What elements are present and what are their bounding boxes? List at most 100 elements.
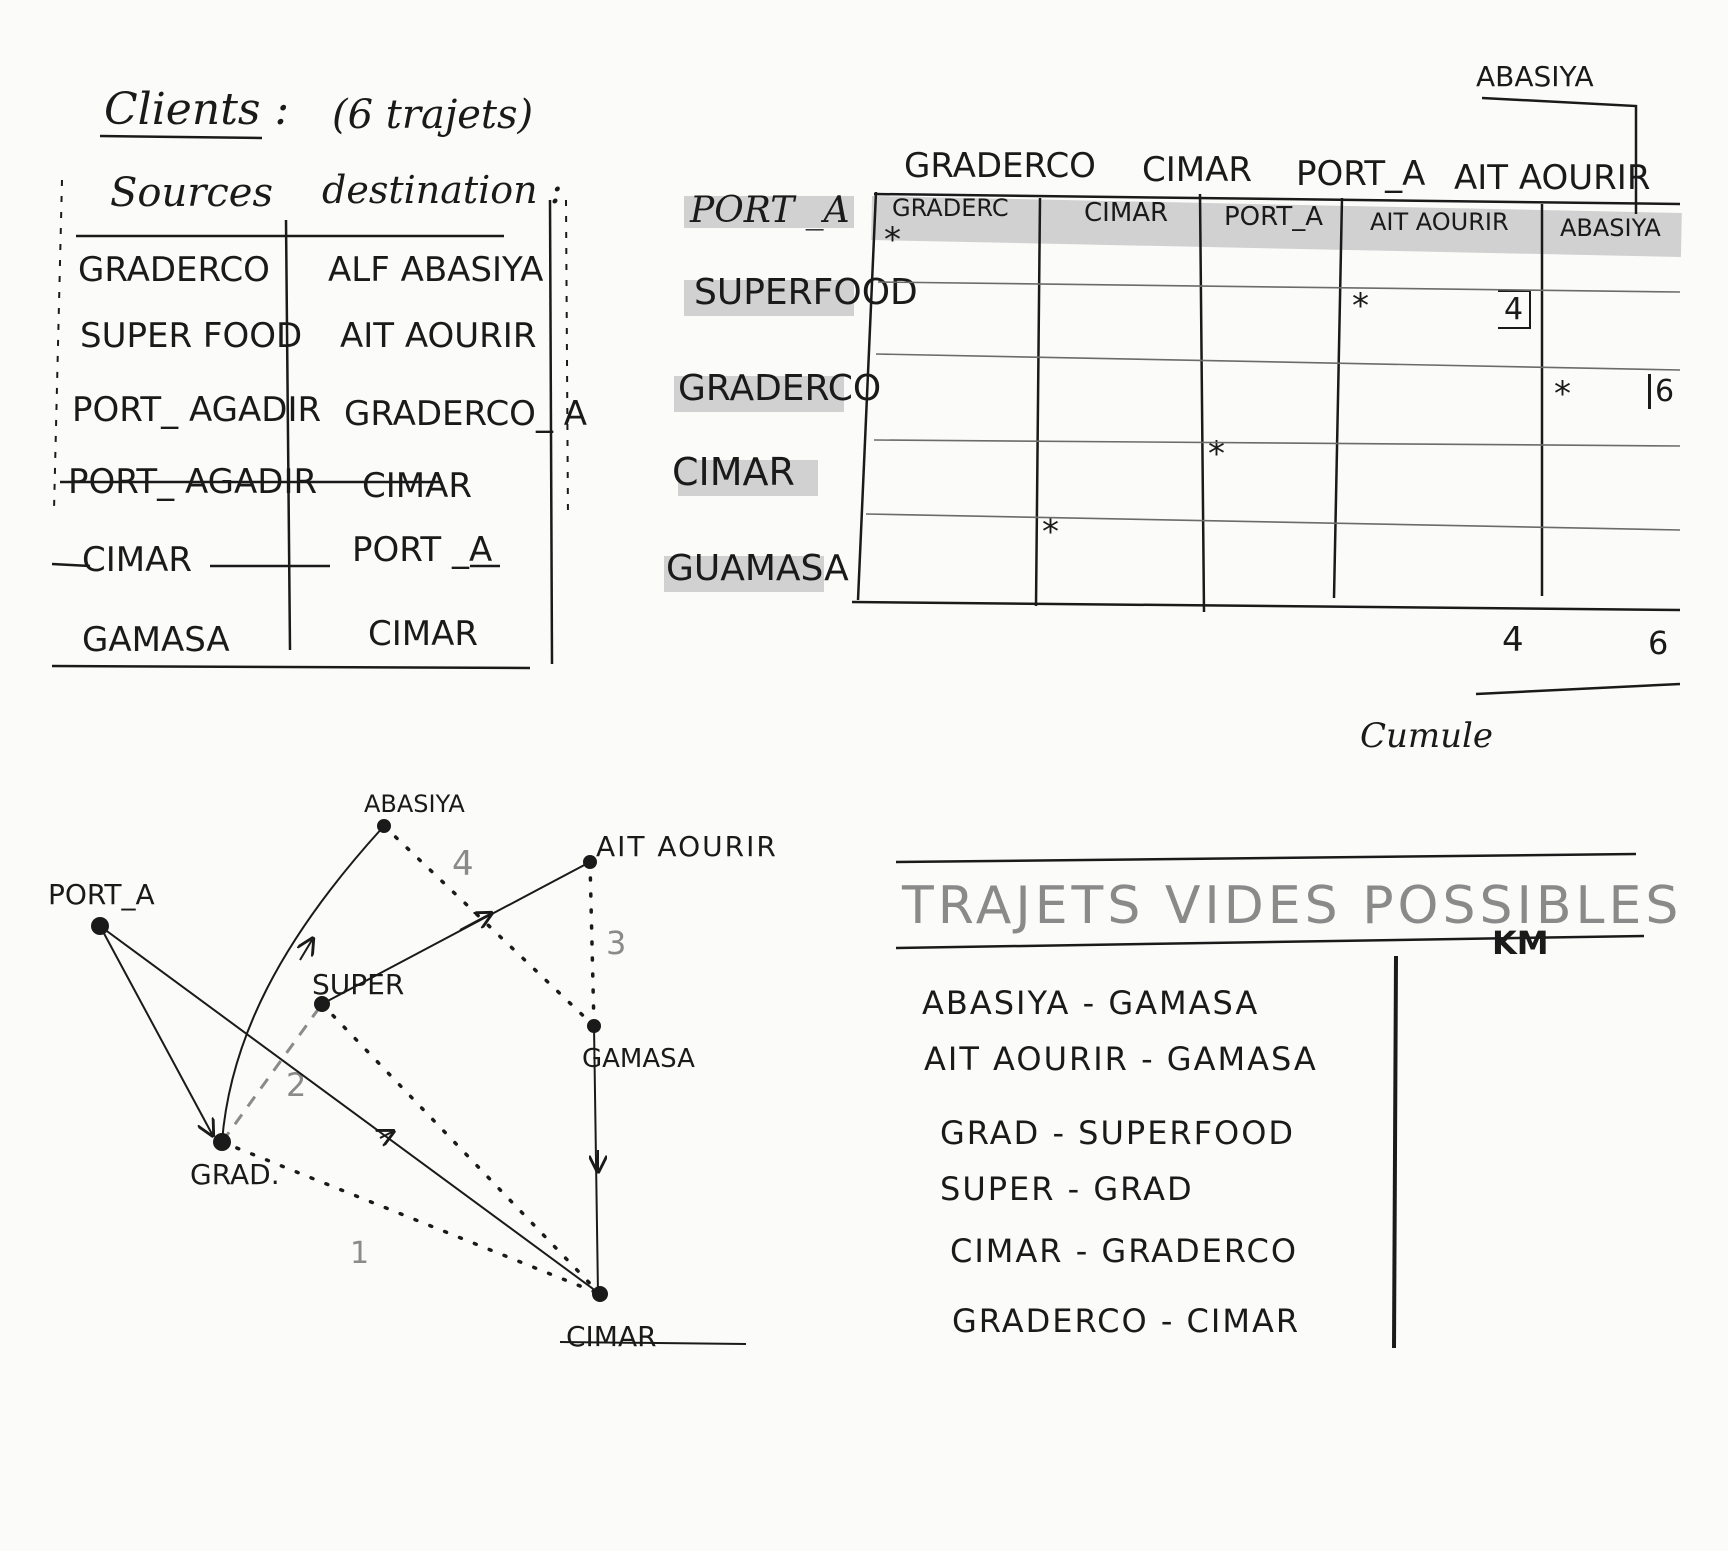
edge-label-3: 3 xyxy=(606,924,627,962)
right-dashed-border xyxy=(565,199,569,521)
matrix-col-divider-2 xyxy=(1198,193,1206,613)
col-source-header: Sources xyxy=(110,170,273,216)
destination-cell-5: PORT _A xyxy=(352,530,493,570)
destination-cell-6: CIMAR xyxy=(368,614,478,654)
node-aitaourir xyxy=(583,855,597,869)
matrix-col-1: GRADERC xyxy=(892,194,1009,222)
matrix-row-3: GRADERCO xyxy=(678,368,882,409)
edge-label-2: 2 xyxy=(286,1066,307,1104)
graph-dashed-edges xyxy=(220,1003,324,1143)
edge-super-aitaourir xyxy=(321,861,591,1005)
matrix-col-3: PORT_A xyxy=(1224,202,1323,232)
node-gamasa xyxy=(587,1019,601,1033)
km-column-divider xyxy=(1392,955,1398,1349)
trajets-top-rule xyxy=(895,852,1637,864)
matrix-row-1: PORT _A xyxy=(690,190,850,231)
node-label-port: PORT_A xyxy=(48,878,155,911)
edge-port-grad xyxy=(99,925,212,1134)
trajets-heading-rule xyxy=(895,934,1645,950)
node-grad xyxy=(213,1133,231,1151)
matrix-mark-3: * xyxy=(1554,374,1571,414)
node-cimar xyxy=(592,1286,608,1302)
node-label-gamasa: GAMASA xyxy=(582,1044,695,1074)
cimar-underline xyxy=(559,1341,747,1345)
table-bottom-rule xyxy=(51,664,531,670)
matrix-box-value-2: 6 xyxy=(1648,374,1676,409)
cumule-label: Cumule xyxy=(1360,716,1494,756)
matrix-top-label-2: CIMAR xyxy=(1142,150,1252,190)
row-line-2 xyxy=(875,353,1681,371)
matrix-mark-2: * xyxy=(1352,286,1369,326)
matrix-mark-4: * xyxy=(1208,434,1225,474)
source-cell-1: GRADERCO xyxy=(78,250,270,290)
destination-cell-4: CIMAR xyxy=(362,466,472,506)
edge-grad-abasiya-arrow xyxy=(300,940,312,961)
abasiya-bracket xyxy=(1481,96,1638,214)
clients-table-lines xyxy=(51,134,554,670)
matrix-row-5: GUAMASA xyxy=(666,548,849,589)
trajet-item-5: CIMAR - GRADERCO xyxy=(950,1232,1299,1270)
matrix-col-divider-3 xyxy=(1332,197,1344,599)
matrix-row-4: CIMAR xyxy=(672,450,795,494)
row-highlight-3 xyxy=(674,376,844,412)
matrix-total-2: 6 xyxy=(1648,624,1669,662)
matrix-top-extra-label: ABASIYA xyxy=(1476,60,1594,93)
row-highlight-1 xyxy=(684,196,854,228)
row-highlight-4 xyxy=(678,460,818,496)
node-super xyxy=(314,996,330,1012)
edge-cimar-port-arrow xyxy=(380,1132,392,1138)
matrix-col-4: AIT AOURIR xyxy=(1370,208,1509,236)
destination-cell-3: GRADERCO_ A xyxy=(344,394,588,434)
dotted-grad-cimar xyxy=(220,1140,602,1296)
matrix-col-divider-1 xyxy=(1034,197,1042,607)
destination-cell-2: AIT AOURIR xyxy=(340,316,537,356)
row-highlight-2 xyxy=(684,280,854,316)
km-label: KM xyxy=(1492,924,1549,962)
row-line-3 xyxy=(873,439,1681,447)
matrix-row-2: SUPERFOOD xyxy=(694,272,918,313)
node-label-grad: GRAD. xyxy=(190,1158,280,1191)
dotted-abasiya-gamasa xyxy=(382,824,596,1028)
clients-subtitle: (6 trajets) xyxy=(332,92,534,138)
dotted-aitaourir-gamasa xyxy=(588,860,596,1028)
left-dashed-border xyxy=(53,179,63,511)
edge-super-aitaourir-arrow xyxy=(459,914,490,931)
trajet-item-4: SUPER - GRAD xyxy=(940,1170,1194,1208)
row-5-rule xyxy=(51,562,500,568)
graph-edges xyxy=(99,825,601,1295)
matrix-top-label-3: PORT_A xyxy=(1296,154,1426,194)
trajets-heading: TRAJETS VIDES POSSIBLES xyxy=(902,876,1683,936)
source-cell-2: SUPER FOOD xyxy=(80,316,303,356)
matrix-grid xyxy=(851,96,1681,696)
trajet-item-2: AIT AOURIR - GAMASA xyxy=(924,1040,1318,1078)
destination-cell-1: ALF ABASIYA xyxy=(328,250,544,290)
edge-label-1: 1 xyxy=(350,1236,370,1271)
matrix-left-border xyxy=(856,191,878,601)
matrix-row-lines xyxy=(865,281,1681,531)
row-highlight-5 xyxy=(664,556,824,592)
matrix-col-2: CIMAR xyxy=(1084,198,1169,228)
node-abasiya xyxy=(377,819,391,833)
trajet-item-3: GRAD - SUPERFOOD xyxy=(940,1114,1296,1152)
matrix-total-1: 4 xyxy=(1502,620,1524,660)
matrix-top-border xyxy=(873,192,1681,206)
matrix-mark-5: * xyxy=(1042,512,1059,552)
trajet-item-1: ABASIYA - GAMASA xyxy=(922,984,1260,1022)
matrix-col-5: ABASIYA xyxy=(1560,214,1661,242)
matrix-mark-1: * xyxy=(884,220,901,260)
edge-label-4: 4 xyxy=(452,844,474,884)
title-underline xyxy=(99,134,263,140)
col-destination-header: destination : xyxy=(322,168,563,212)
dotted-super-cimar xyxy=(320,1002,602,1296)
source-cell-5: CIMAR xyxy=(82,540,192,580)
node-label-aitaourir: AIT AOURIR xyxy=(596,830,778,863)
edge-grad-abasiya xyxy=(221,825,385,1143)
source-cell-6: GAMASA xyxy=(82,620,230,660)
edge-port-cimar xyxy=(99,925,601,1295)
matrix-top-label-1: GRADERCO xyxy=(904,146,1096,186)
node-port xyxy=(91,917,109,935)
trajet-item-6: GRADERCO - CIMAR xyxy=(952,1302,1301,1340)
matrix-box-value-1: 4 xyxy=(1498,290,1532,329)
clients-title: Clients : xyxy=(104,84,290,135)
